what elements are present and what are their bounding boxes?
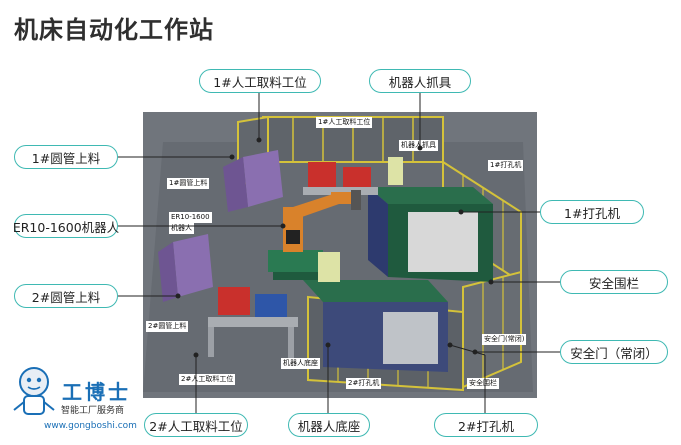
- callout-station1-manual: 1#人工取料工位: [199, 69, 321, 93]
- label-tube-loading1: 1#圆管上料: [167, 178, 210, 189]
- callout-robot-gripper: 机器人抓具: [369, 69, 471, 93]
- label-station2-manual: 2#人工取料工位: [179, 374, 236, 385]
- callout-safety-door: 安全门（常闭）: [560, 340, 668, 364]
- label-tube-loading2: 2#圆管上料: [146, 321, 189, 332]
- label-robot-model-line1: ER10-1600: [169, 212, 212, 223]
- callout-tube-loading1: 1#圆管上料: [14, 145, 118, 169]
- logo-url: www.gongboshi.com: [44, 421, 137, 431]
- callout-safety-fence: 安全围栏: [560, 270, 668, 294]
- logo-name: 工博士: [62, 380, 131, 404]
- label-station1-manual: 1#人工取料工位: [316, 117, 373, 128]
- workstation-illustration: 1#人工取料工位 机器人抓具 1#圆管上料 1#打孔机 ER10-1600 机器…: [143, 112, 537, 398]
- label-drill2: 2#打孔机: [346, 378, 382, 389]
- logo-subtitle: 智能工厂服务商: [61, 406, 125, 416]
- label-robot-base: 机器人底座: [281, 358, 320, 369]
- label-robot-gripper: 机器人抓具: [399, 140, 438, 151]
- label-safety-door: 安全门(常闭): [482, 334, 527, 345]
- callout-drill2: 2#打孔机: [434, 413, 538, 437]
- label-drill1: 1#打孔机: [488, 160, 524, 171]
- callout-station2-manual: 2#人工取料工位: [144, 413, 248, 437]
- callout-robot-base: 机器人底座: [288, 413, 370, 437]
- callout-robot-model: ER10-1600机器人: [13, 214, 119, 238]
- callout-tube-loading2: 2#圆管上料: [14, 284, 118, 308]
- label-robot-model-line2: 机器人: [169, 223, 194, 234]
- callout-drill1: 1#打孔机: [540, 200, 644, 224]
- page-title: 机床自动化工作站: [14, 16, 214, 44]
- workstation-render: [143, 115, 533, 392]
- gongboshi-logo-icon: [13, 367, 55, 415]
- label-safety-fence: 安全围栏: [467, 378, 499, 389]
